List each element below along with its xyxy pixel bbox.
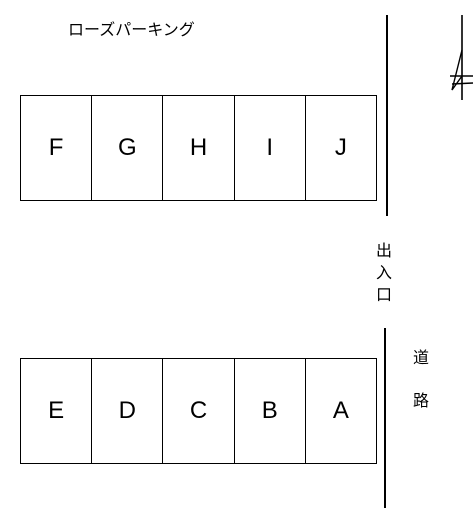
road-char: 道: [412, 348, 429, 367]
parking-name: ローズパーキング: [68, 20, 195, 39]
parking-row-south: E D C B A: [20, 358, 378, 464]
parking-space-a: A: [304, 358, 378, 464]
parking-space-i: I: [233, 95, 306, 201]
parking-space-j: J: [304, 95, 378, 201]
entrance-char: 出: [375, 241, 392, 260]
parking-space-g: G: [91, 95, 164, 201]
entrance-label: 出 入 口: [374, 240, 394, 306]
parking-space-b: B: [233, 358, 306, 464]
road-char: 路: [412, 391, 429, 410]
north-arrow-icon: [450, 15, 474, 100]
parking-space-d: D: [91, 358, 164, 464]
road-edge-line-lower: [384, 328, 386, 508]
parking-space-f: F: [20, 95, 93, 201]
entrance-char: 口: [375, 285, 392, 304]
road-edge-line-upper: [386, 15, 388, 216]
parking-space-c: C: [162, 358, 235, 464]
parking-space-e: E: [20, 358, 93, 464]
parking-space-h: H: [162, 95, 235, 201]
road-label: 道 路: [410, 336, 432, 422]
entrance-char: 入: [375, 263, 392, 282]
parking-row-north: F G H I J: [20, 95, 378, 201]
